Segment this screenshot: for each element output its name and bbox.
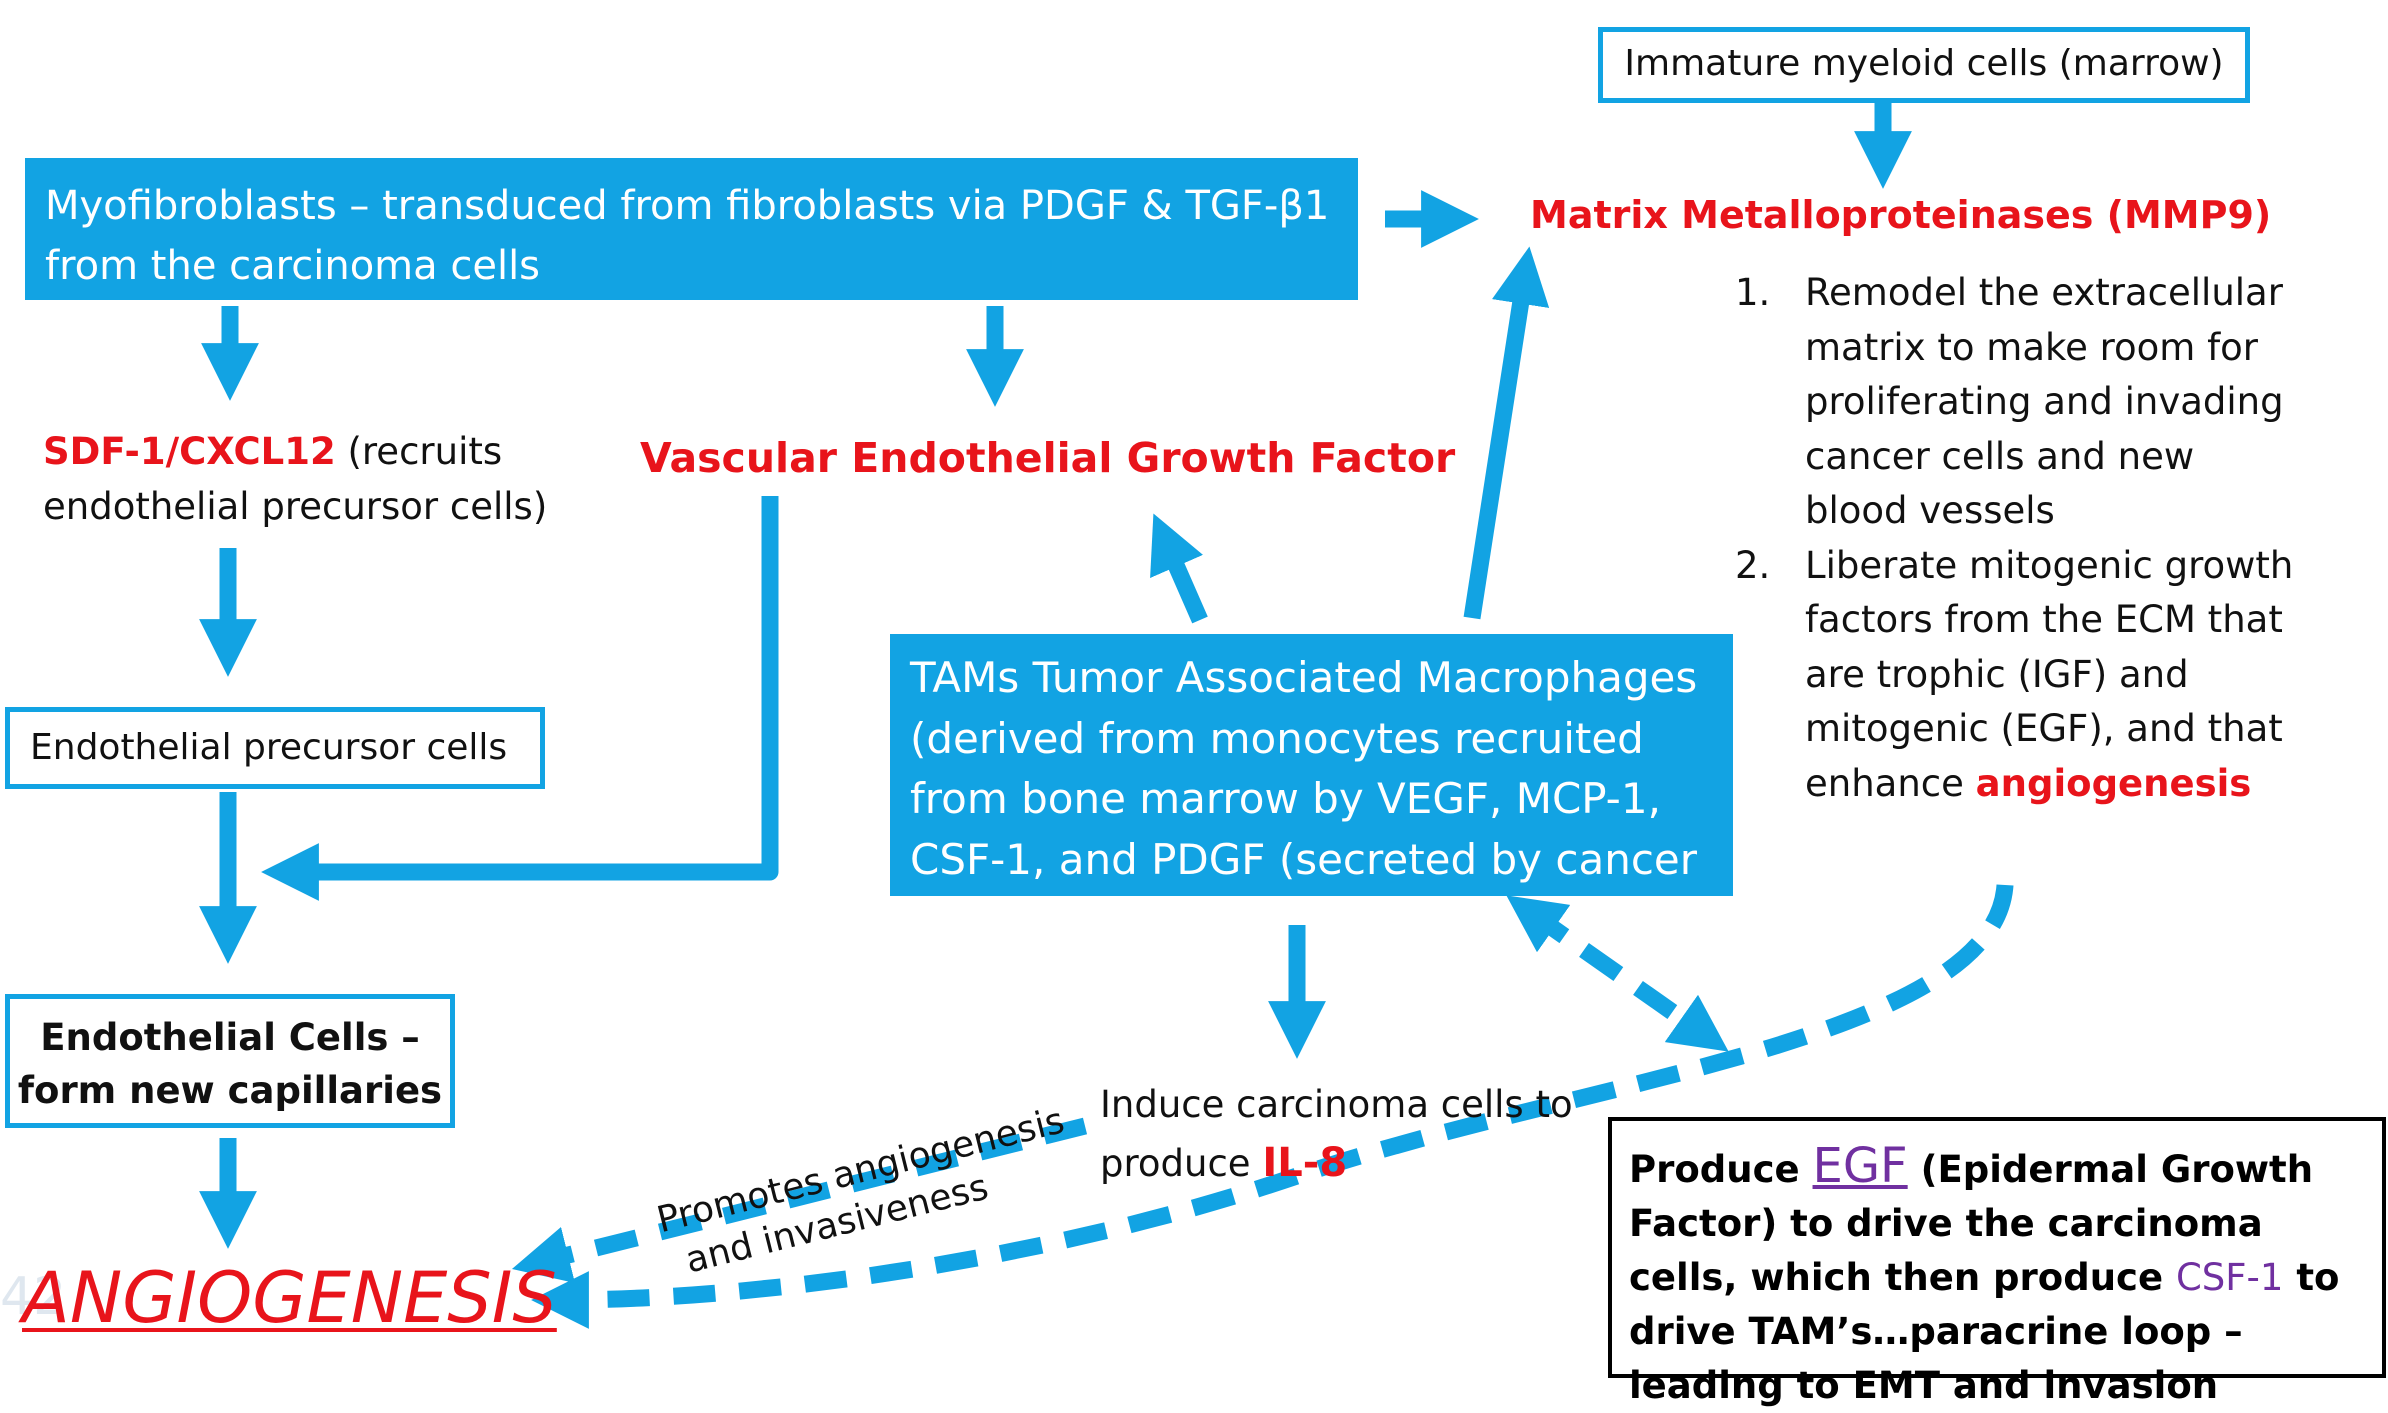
csf1-label: CSF-1	[2175, 1256, 2284, 1299]
arrow-tams-to-vegf	[1150, 513, 1208, 624]
il8-label: Induce carcinoma cells to produce IL-8	[1100, 1075, 1600, 1193]
egf-description: (Epidermal Growth Factor) to drive the c…	[1629, 1148, 2314, 1299]
egf-produce: Produce	[1629, 1148, 1800, 1191]
angiogenesis-highlight: angiogenesis	[1975, 761, 2252, 805]
arrow-tams-to-mmp9	[1463, 246, 1550, 620]
arrow-mmp-to-angiogenesis	[531, 884, 2014, 1329]
arrow-tams-egf-bidirectional	[1506, 895, 1729, 1052]
sdf1-name: SDF-1/CXCL12	[43, 430, 336, 473]
mmp9-function-item: 1. Remodel the extracellular matrix to m…	[1735, 271, 2284, 532]
tams-box: TAMs Tumor Associated Macrophages (deriv…	[890, 634, 1733, 944]
endothelial-precursor-box: Endothelial precursor cells	[5, 707, 545, 789]
mmp9-function-list: 1. Remodel the extracellular matrix to m…	[1735, 266, 2295, 811]
vegf-label: Vascular Endothelial Growth Factor	[640, 434, 1456, 482]
sdf1-description: (recruits endothelial precursor cells)	[43, 430, 548, 528]
arrow-vegf-to-endothelial-path	[261, 496, 779, 901]
endothelial-precursor-text: Endothelial precursor cells	[30, 727, 508, 768]
page-number: 42	[0, 1267, 67, 1327]
egf-link: EGF	[1812, 1138, 1908, 1194]
endothelial-cells-line1: Endothelial Cells –	[40, 1016, 420, 1059]
immature-myeloid-box: Immature myeloid cells (marrow)	[1598, 27, 2250, 103]
angiogenesis-title: ANGIOGENESIS	[22, 1257, 557, 1339]
arrow-il8-to-angiogenesis	[511, 1117, 1088, 1284]
myofibroblasts-text: Myofibroblasts – transduced from fibrobl…	[45, 183, 1330, 289]
sdf1-label: SDF-1/CXCL12 (recruits endothelial precu…	[43, 424, 563, 534]
tams-text: TAMs Tumor Associated Macrophages (deriv…	[910, 653, 1698, 944]
il8-highlight: IL-8	[1262, 1140, 1348, 1186]
myofibroblasts-box: Myofibroblasts – transduced from fibrobl…	[25, 158, 1358, 300]
endothelial-cells-line2: form new capillaries	[17, 1069, 443, 1112]
mmp9-function-item: 2. Liberate mitogenic growth factors fro…	[1735, 543, 2294, 805]
il8-prefix: Induce carcinoma cells to produce	[1100, 1083, 1573, 1185]
endothelial-cells-box: Endothelial Cells – form new capillaries	[5, 994, 455, 1128]
immature-myeloid-text: Immature myeloid cells (marrow)	[1624, 43, 2224, 84]
egf-box: Produce EGF (Epidermal Growth Factor) to…	[1608, 1117, 2386, 1407]
mmp9-label: Matrix Metalloproteinases (MMP9)	[1530, 193, 2272, 237]
